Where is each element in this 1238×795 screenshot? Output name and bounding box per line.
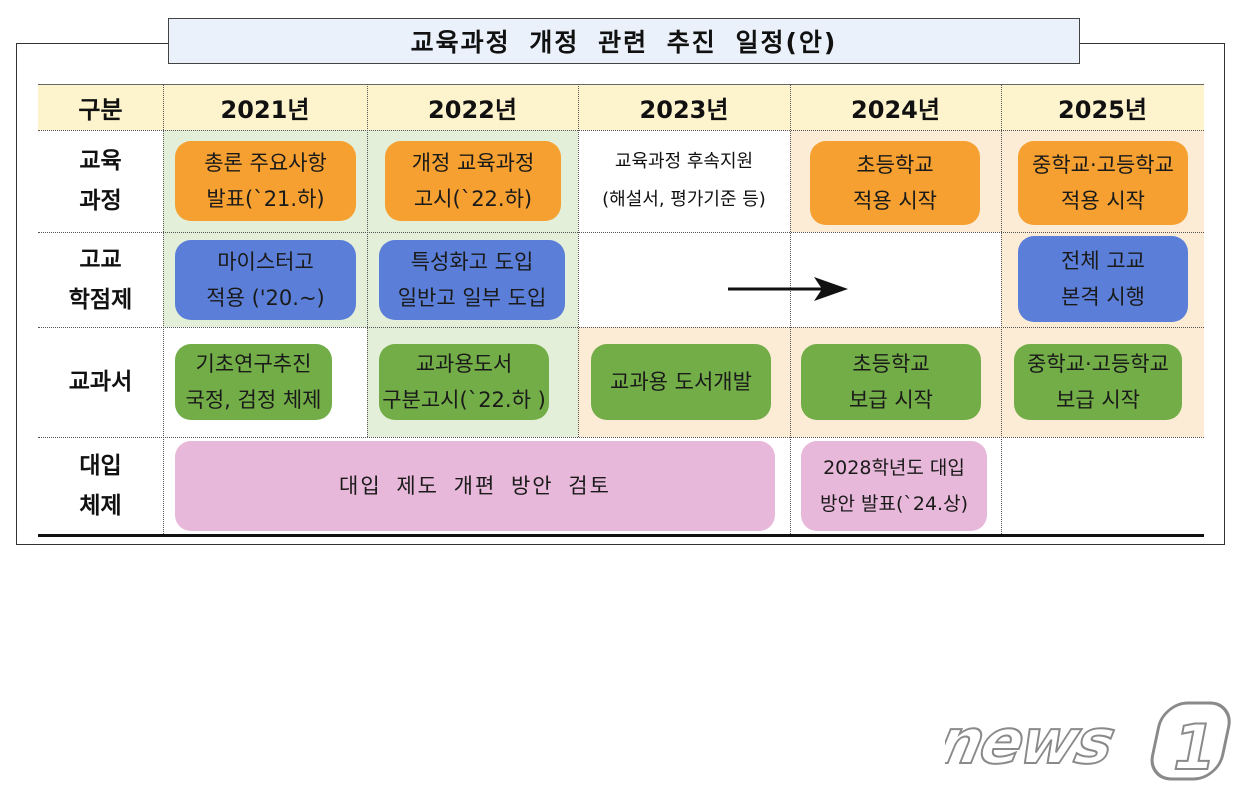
schedule-table: 구분 2021년 2022년 2023년 2024년 2025년 교육 과정 고… bbox=[38, 84, 1204, 537]
svg-text:news: news bbox=[945, 706, 1120, 778]
header-year-2022: 2022년 bbox=[367, 84, 578, 130]
row-label-credit-system: 고교 학점제 bbox=[68, 246, 133, 313]
divider bbox=[38, 534, 1204, 537]
milestone-box: 대입 제도 개편 방안 검토 bbox=[175, 441, 775, 531]
news1-logo-icon: news 1 bbox=[945, 701, 1231, 785]
row-label-admission: 대입 체제 bbox=[79, 452, 122, 519]
divider bbox=[38, 130, 1204, 131]
divider bbox=[578, 84, 579, 437]
page-title: 교육과정 개정 관련 추진 일정(안) bbox=[168, 18, 1080, 64]
milestone-box: 기초연구추진 국정, 검정 체제 bbox=[175, 344, 332, 420]
divider bbox=[38, 327, 1204, 328]
divider bbox=[163, 84, 164, 534]
milestone-box: 교과용도서 구분고시(`22.하 ) bbox=[379, 344, 549, 420]
header-year-2025: 2025년 bbox=[1001, 84, 1204, 130]
divider bbox=[1001, 84, 1002, 534]
milestone-text: 교육과정 후속지원 (해설서, 평가기준 등) bbox=[602, 151, 766, 210]
divider bbox=[38, 232, 1204, 233]
arrow-right-icon bbox=[728, 277, 848, 301]
milestone-box: 중학교·고등학교 적용 시작 bbox=[1018, 141, 1188, 225]
milestone-box: 개정 교육과정 고시(`22.하) bbox=[385, 141, 561, 221]
milestone-box: 초등학교 보급 시작 bbox=[801, 344, 981, 420]
milestone-box: 교과용 도서개발 bbox=[591, 344, 771, 420]
divider bbox=[38, 437, 1204, 438]
divider bbox=[367, 84, 368, 437]
milestone-box: 마이스터고 적용 ('20.~) bbox=[175, 240, 356, 320]
bg-region bbox=[578, 130, 790, 232]
milestone-box: 전체 고교 본격 시행 bbox=[1018, 236, 1188, 322]
svg-text:1: 1 bbox=[1173, 711, 1216, 784]
header-category: 구분 bbox=[38, 84, 163, 130]
milestone-box: 특성화고 도입 일반고 일부 도입 bbox=[379, 240, 565, 320]
row-label-textbook: 교과서 bbox=[68, 369, 133, 395]
milestone-box: 2028학년도 대입 방안 발표(`24.상) bbox=[801, 441, 987, 531]
divider bbox=[38, 84, 1204, 85]
milestone-box: 초등학교 적용 시작 bbox=[810, 141, 980, 225]
milestone-box: 총론 주요사항 발표(`21.하) bbox=[175, 141, 356, 221]
header-year-2021: 2021년 bbox=[163, 84, 367, 130]
milestone-box: 중학교·고등학교 보급 시작 bbox=[1014, 344, 1182, 420]
header-year-2023: 2023년 bbox=[578, 84, 790, 130]
row-label-curriculum: 교육 과정 bbox=[79, 148, 122, 214]
divider bbox=[790, 84, 791, 534]
header-year-2024: 2024년 bbox=[790, 84, 1001, 130]
